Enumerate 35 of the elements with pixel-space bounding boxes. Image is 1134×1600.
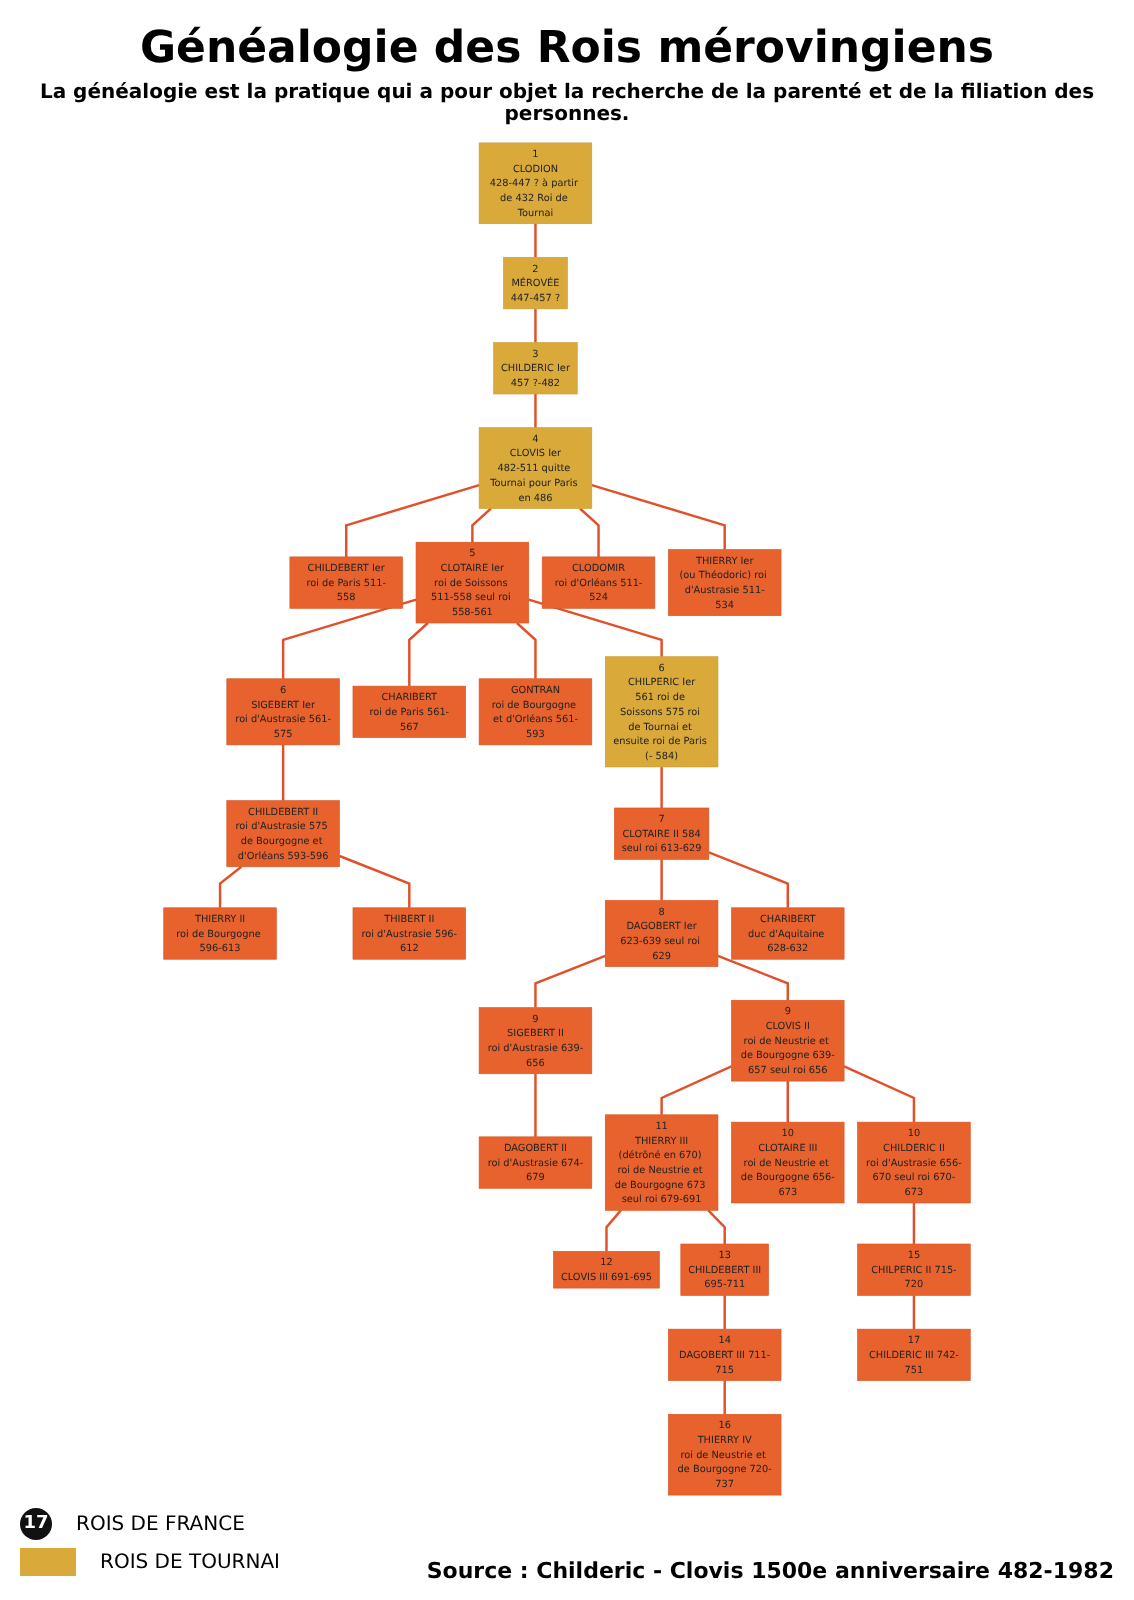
connector [708,851,789,908]
connector [605,1209,622,1252]
connector [471,507,492,543]
connector [660,766,663,808]
connector [717,954,789,1001]
connector [408,622,429,687]
connector [786,1081,789,1123]
number-badge: 17 [20,1508,52,1540]
connector [912,1295,916,1330]
connector [534,394,537,428]
caption: Source : Childeric - Clovis 1500e anniversaire 482-1982 [426,1558,1114,1584]
connector [218,865,243,908]
connector [660,1065,732,1115]
subtitle: La généalogie est la pratique qui a pour objet la recherche de la parenté et de la filiation des personnes. [37,82,1097,126]
legend-label: ROIS DE FRANCE [76,1513,245,1535]
legend-label: ROIS DE TOURNAI [100,1551,281,1573]
connector [534,223,537,258]
connector [345,483,480,557]
connector [534,1073,537,1137]
connector [912,1203,916,1244]
connector [660,859,663,901]
connector [707,1209,726,1244]
connector [281,598,417,679]
connector [579,507,600,557]
connector [723,1295,726,1330]
connector [528,598,663,657]
connector [534,954,606,1008]
connector [534,308,537,343]
connector [843,1065,916,1123]
connector [339,854,411,908]
connector [516,622,537,679]
title: Généalogie des Rois mérovingiens [137,24,997,74]
connector [723,1380,726,1415]
connector [591,483,726,550]
connector [281,744,285,801]
